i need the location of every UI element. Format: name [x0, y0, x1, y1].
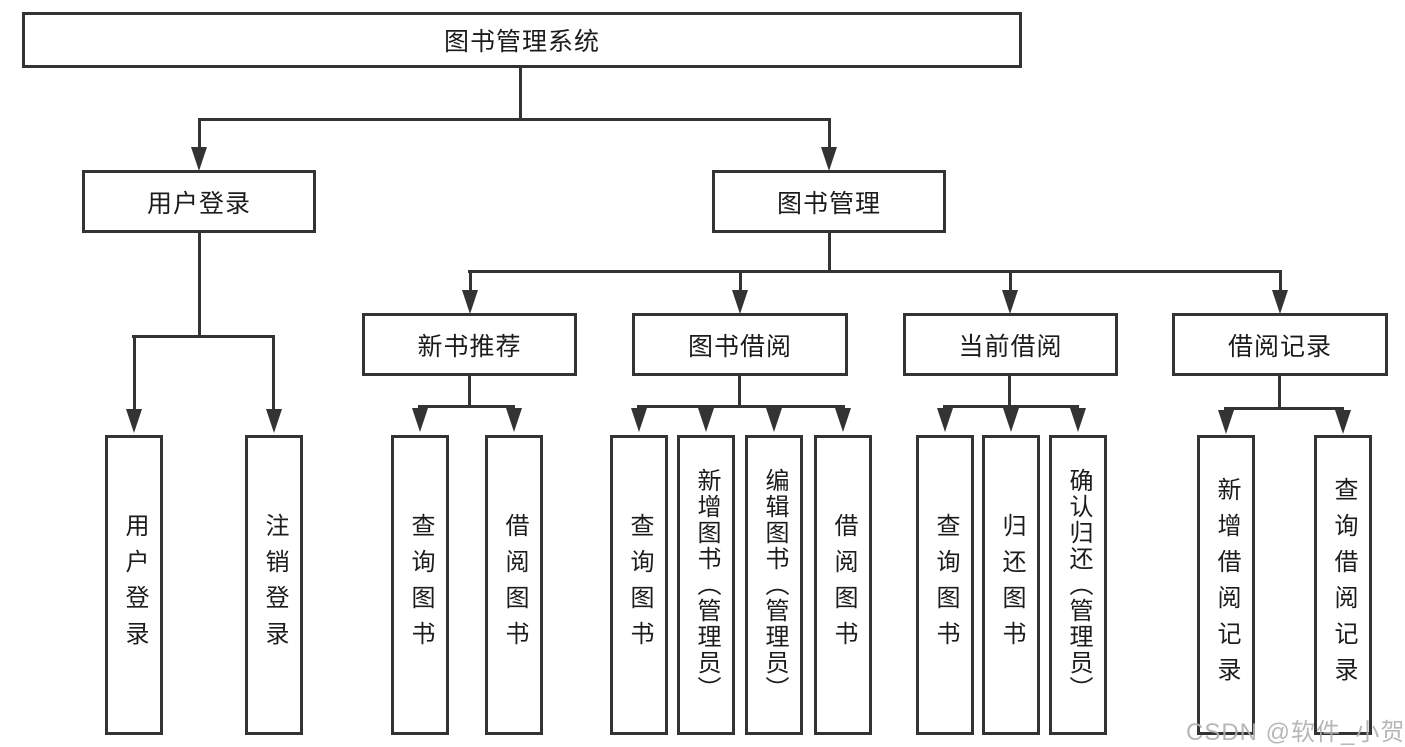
- connector-line: [738, 376, 741, 407]
- connector-line: [272, 335, 275, 411]
- connector-line: [198, 118, 201, 150]
- arrow-down-icon: [1003, 408, 1019, 432]
- arrow-down-icon: [1335, 410, 1351, 434]
- leaf-borrow-books-2: 借阅图书: [814, 435, 872, 735]
- connector-line: [132, 335, 275, 338]
- leaf-query-books-3: 查询图书: [916, 435, 974, 735]
- node-root: 图书管理系统: [22, 12, 1022, 68]
- connector-line: [198, 118, 831, 121]
- connector-line: [198, 233, 201, 337]
- arrow-down-icon: [1002, 290, 1018, 314]
- leaf-add-books-admin-label: 新增图书（管理员）: [693, 468, 720, 702]
- connector-line: [469, 270, 472, 292]
- arrow-down-icon: [698, 408, 714, 432]
- leaf-user-login-label: 用户登录: [121, 513, 148, 657]
- arrow-down-icon: [766, 408, 782, 432]
- connector-line: [1224, 407, 1344, 410]
- connector-line: [418, 405, 515, 408]
- connector-line: [828, 233, 831, 272]
- arrow-down-icon: [462, 290, 478, 314]
- leaf-user-login: 用户登录: [105, 435, 163, 735]
- connector-line: [519, 66, 522, 120]
- arrow-down-icon: [631, 408, 647, 432]
- leaf-add-books-admin: 新增图书（管理员）: [677, 435, 735, 735]
- connector-line: [637, 405, 845, 408]
- leaf-query-books-2: 查询图书: [610, 435, 668, 735]
- leaf-query-borrow-record-label: 查询借阅记录: [1330, 477, 1357, 693]
- node-borrowing: 图书借阅: [632, 313, 848, 376]
- arrow-down-icon: [506, 408, 522, 432]
- connector-line: [1278, 376, 1281, 409]
- leaf-logout-label: 注销登录: [261, 513, 288, 657]
- leaf-logout: 注销登录: [245, 435, 303, 735]
- node-borrow-records: 借阅记录: [1172, 313, 1388, 376]
- leaf-add-borrow-record: 新增借阅记录: [1197, 435, 1255, 735]
- node-new-books-label: 新书推荐: [417, 332, 522, 361]
- leaf-confirm-return-admin: 确认归还（管理员）: [1049, 435, 1107, 735]
- leaf-query-books-3-label: 查询图书: [932, 513, 959, 657]
- connector-line: [1279, 270, 1282, 292]
- node-current-borrow-label: 当前借阅: [958, 332, 1063, 361]
- connector-line: [133, 335, 136, 411]
- leaf-return-books: 归还图书: [982, 435, 1040, 735]
- arrow-down-icon: [266, 409, 282, 433]
- node-root-label: 图书管理系统: [443, 28, 600, 56]
- arrow-down-icon: [821, 147, 837, 171]
- leaf-query-borrow-record: 查询借阅记录: [1314, 435, 1372, 735]
- arrow-down-icon: [732, 290, 748, 314]
- leaf-edit-books-admin-label: 编辑图书（管理员）: [761, 468, 788, 702]
- node-borrowing-label: 图书借阅: [687, 332, 792, 361]
- arrow-down-icon: [126, 409, 142, 433]
- connector-line: [468, 270, 1281, 273]
- connector-line: [739, 270, 742, 292]
- leaf-borrow-books-1: 借阅图书: [485, 435, 543, 735]
- leaf-confirm-return-admin-label: 确认归还（管理员）: [1065, 468, 1092, 702]
- connector-line: [468, 376, 471, 407]
- node-user-login-label: 用户登录: [146, 189, 251, 218]
- node-current-borrow: 当前借阅: [903, 313, 1118, 376]
- arrow-down-icon: [1218, 410, 1234, 434]
- leaf-return-books-label: 归还图书: [998, 513, 1025, 657]
- arrow-down-icon: [937, 408, 953, 432]
- arrow-down-icon: [1070, 408, 1086, 432]
- node-book-mgmt: 图书管理: [712, 170, 946, 233]
- connector-line: [1009, 270, 1012, 292]
- node-new-books: 新书推荐: [362, 313, 577, 376]
- node-borrow-records-label: 借阅记录: [1227, 332, 1332, 361]
- arrow-down-icon: [412, 408, 428, 432]
- node-book-mgmt-label: 图书管理: [776, 189, 881, 218]
- leaf-borrow-books-2-label: 借阅图书: [830, 513, 857, 657]
- leaf-query-books-1: 查询图书: [391, 435, 449, 735]
- node-user-login: 用户登录: [82, 170, 316, 233]
- leaf-edit-books-admin: 编辑图书（管理员）: [745, 435, 803, 735]
- leaf-query-books-1-label: 查询图书: [407, 513, 434, 657]
- arrow-down-icon: [191, 147, 207, 171]
- arrow-down-icon: [835, 408, 851, 432]
- csdn-watermark: CSDN @软件_小贺同学: [1186, 719, 1405, 746]
- connector-line: [828, 118, 831, 150]
- arrow-down-icon: [1272, 290, 1288, 314]
- leaf-borrow-books-1-label: 借阅图书: [501, 513, 528, 657]
- leaf-add-borrow-record-label: 新增借阅记录: [1213, 477, 1240, 693]
- connector-line: [1008, 376, 1011, 407]
- leaf-query-books-2-label: 查询图书: [626, 513, 653, 657]
- connector-line: [943, 405, 1079, 408]
